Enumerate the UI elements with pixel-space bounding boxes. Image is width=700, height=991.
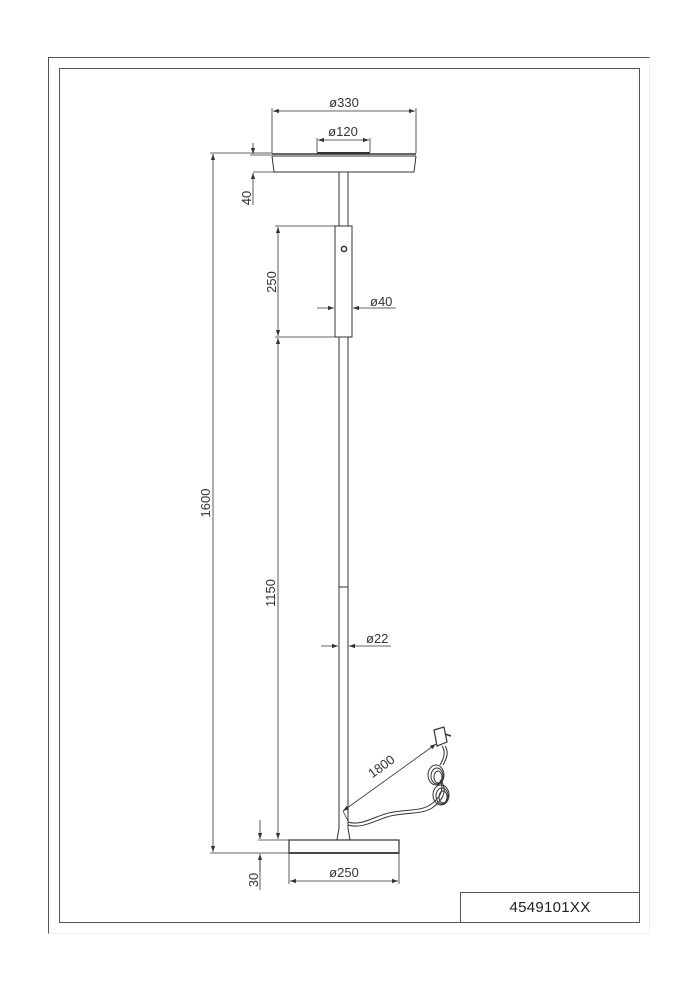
lamp-head <box>271 152 417 173</box>
dim-head-height <box>250 143 274 205</box>
label-switch-diameter: ø40 <box>370 294 392 309</box>
dim-base-diameter <box>288 853 400 884</box>
label-pole-diameter: ø22 <box>366 631 388 646</box>
lamp-pole-lower <box>336 337 351 841</box>
label-head-height: 40 <box>239 191 254 205</box>
label-base-height: 30 <box>246 873 261 887</box>
drawing-outer-frame <box>48 57 650 934</box>
dim-head-diameter <box>271 108 417 153</box>
label-head-inner-diameter: ø120 <box>328 124 358 139</box>
label-head-diameter: ø330 <box>329 95 359 110</box>
dim-cable-length <box>342 743 437 822</box>
model-number: 4549101XX <box>509 899 591 916</box>
dim-switch-length <box>275 225 335 338</box>
label-switch-length: 250 <box>264 271 279 293</box>
label-pole-lower-length: 1150 <box>263 579 278 607</box>
label-cable-length: 1800 <box>365 752 397 781</box>
label-base-diameter: ø250 <box>329 865 359 880</box>
switch-housing <box>334 225 353 338</box>
drawing-inner-frame <box>59 68 640 923</box>
power-plug-icon <box>433 726 452 747</box>
dim-head-inner-diameter <box>316 137 371 152</box>
dim-total-height <box>210 152 289 854</box>
lamp-base <box>288 839 400 854</box>
power-cable <box>347 745 450 827</box>
label-total-height: 1600 <box>198 489 213 518</box>
title-block: 4549101XX <box>460 892 640 923</box>
lamp-pole-upper <box>338 172 349 226</box>
dim-pole-lower-length <box>257 338 289 890</box>
